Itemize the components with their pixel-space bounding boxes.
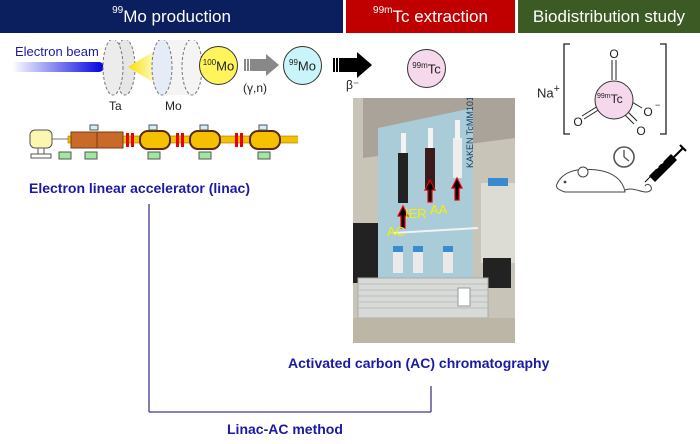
linac-ac-connector xyxy=(148,204,432,413)
decay-label: β⁻ xyxy=(346,78,360,92)
photon-cone xyxy=(128,50,156,84)
beam-targets-graphic xyxy=(12,40,203,96)
nuclide-mass: 99m xyxy=(412,60,428,70)
gray-arrow-icon xyxy=(244,54,279,76)
oxygen-bottom: O xyxy=(636,124,645,138)
photo-label-ac: AC xyxy=(387,224,406,239)
mouse-icon xyxy=(556,166,652,193)
photo-label-aa: AA xyxy=(430,202,448,217)
mo-label: Mo xyxy=(165,99,182,113)
center-mass: 99m xyxy=(597,93,611,100)
nuclide-mass: 99 xyxy=(289,57,298,67)
mo99-nuclide: 99Mo xyxy=(283,46,322,85)
header-label: Tc extraction xyxy=(392,6,488,26)
tc99m-nuclide: 99mTc xyxy=(407,49,446,88)
linac-ac-method-caption: Linac-AC method xyxy=(227,421,343,437)
electron-beam xyxy=(12,62,104,72)
cation-charge: + xyxy=(553,83,560,95)
device-illustration: KAKEN TcMM101 xyxy=(353,98,515,343)
mo-target xyxy=(151,40,203,96)
photo-label-ier: IER xyxy=(405,206,427,221)
mouse-injection-graphic xyxy=(556,144,687,193)
nuclide-symbol: Tc xyxy=(427,61,441,77)
ta-label: Ta xyxy=(109,99,122,113)
mo100-nuclide: 100Mo xyxy=(199,46,238,85)
linac-graphic xyxy=(29,124,298,160)
oxygen-top: O xyxy=(609,47,618,61)
electron-beam-label: Electron beam xyxy=(15,44,99,59)
left-bracket xyxy=(563,43,570,135)
device-brand: KAKEN TcMM101 xyxy=(465,98,475,168)
header-label: Biodistribution study xyxy=(532,6,686,26)
nuclide-mass: 100 xyxy=(202,57,217,67)
black-arrow-icon xyxy=(333,52,372,78)
syringe-icon xyxy=(644,144,687,183)
header-sup: 99 xyxy=(112,4,124,16)
header-sup: 99m xyxy=(373,4,393,16)
right-bracket xyxy=(660,43,667,135)
nuclide-symbol: Mo xyxy=(297,58,316,74)
clock-icon xyxy=(613,146,635,168)
header-biodistribution: Biodistribution study xyxy=(518,0,700,33)
header-label: Mo production xyxy=(123,6,231,26)
tc-center-label: 99mTc xyxy=(597,92,623,106)
sodium-cation: Na+ xyxy=(537,83,560,100)
reaction-label: (γ,n) xyxy=(243,81,267,95)
oxygen-right: O xyxy=(643,105,652,119)
cation-symbol: Na xyxy=(537,85,554,101)
header-mo-production: 99Mo production xyxy=(0,0,343,33)
pertechnetate-structure: O O O O − xyxy=(563,43,667,138)
header-tc-extraction: 99mTc extraction xyxy=(346,0,515,33)
oxygen-left: O xyxy=(573,115,582,129)
ac-chromatography-caption: Activated carbon (AC) chromatography xyxy=(288,355,550,371)
tc-center-atom xyxy=(594,80,634,120)
center-symbol: Tc xyxy=(610,92,623,106)
extraction-device-photo: KAKEN TcMM101 AC IER AA xyxy=(353,98,515,343)
linac-caption: Electron linear accelerator (linac) xyxy=(29,180,250,196)
nuclide-symbol: Mo xyxy=(216,58,235,74)
oxygen-charge: − xyxy=(655,100,660,110)
